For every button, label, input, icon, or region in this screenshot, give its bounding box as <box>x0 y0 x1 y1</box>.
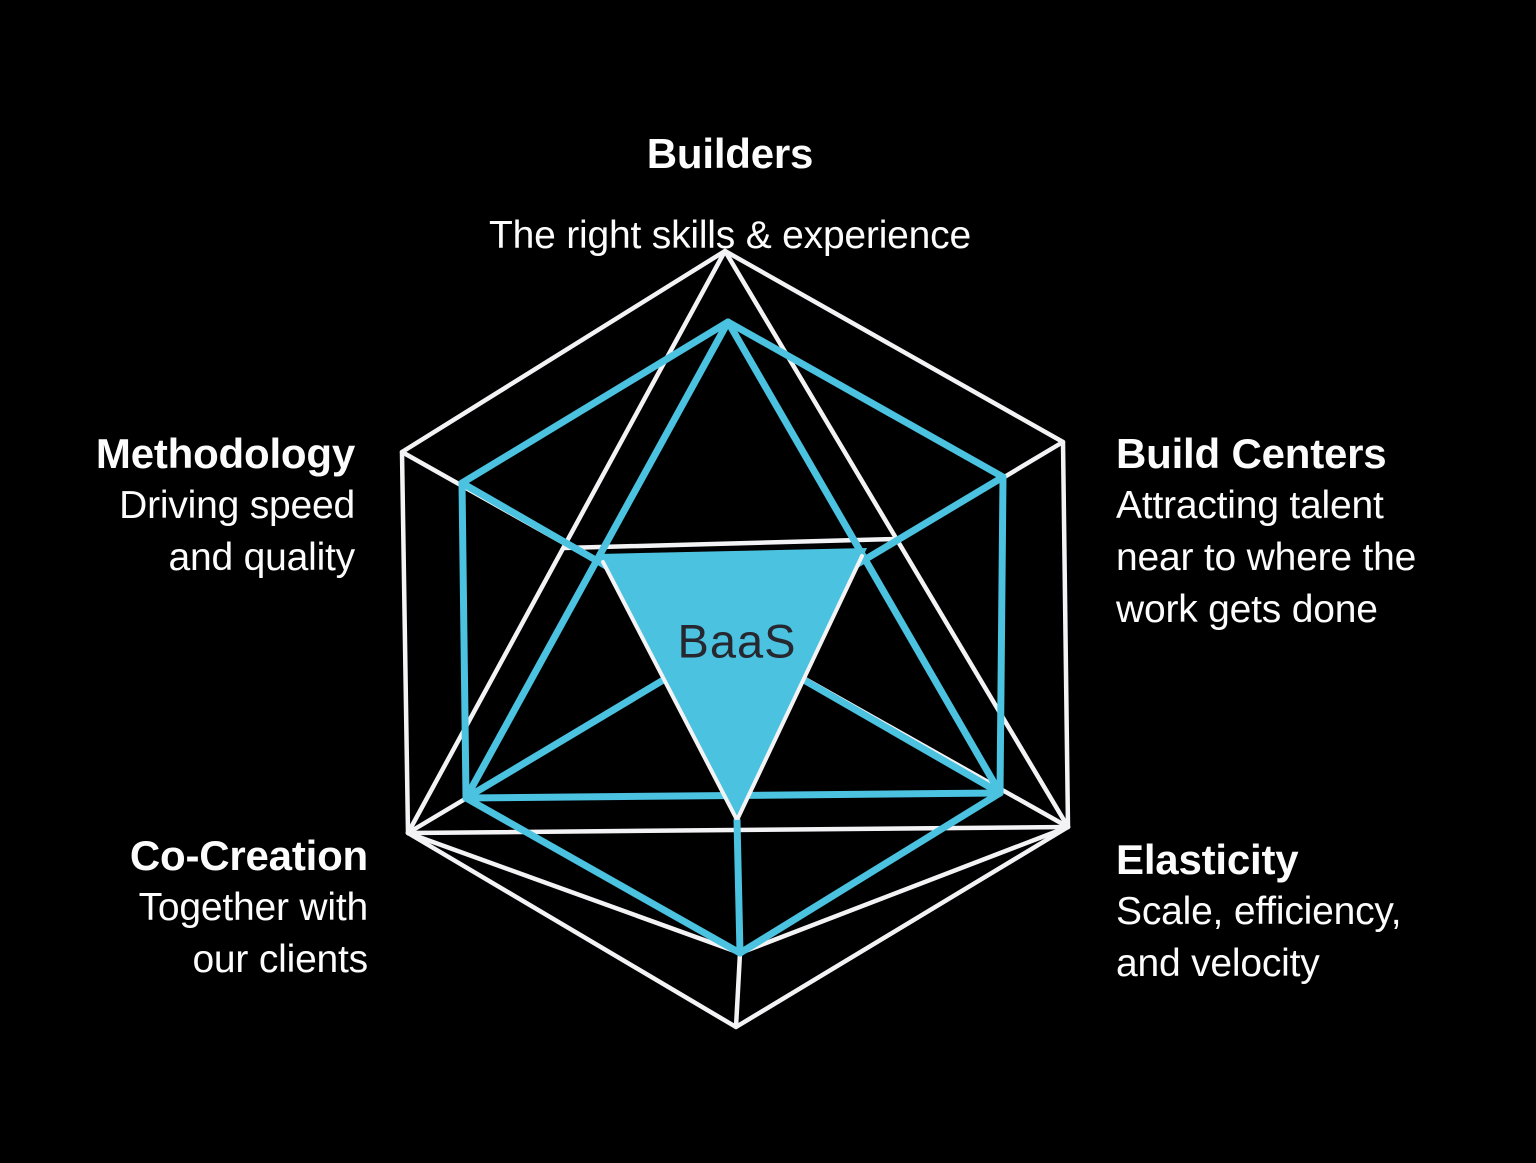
label-build-centers-line3: work gets done <box>1116 588 1378 631</box>
label-builders: Builders The right skills & experience <box>400 128 1060 262</box>
wire-bottom-vertical <box>733 950 743 1030</box>
label-co-creation-title: Co-Creation <box>129 832 368 879</box>
cyan-wireframe <box>458 318 1007 957</box>
label-methodology-line2: and quality <box>168 536 356 579</box>
cyan-top-to-bottomright <box>724 318 1004 797</box>
label-elasticity-title: Elasticity <box>1116 836 1299 883</box>
center-triangle-fill <box>598 548 867 822</box>
label-build-centers-line1: Attracting talent <box>1116 484 1384 527</box>
label-elasticity-line1: Scale, efficiency, <box>1116 890 1402 933</box>
label-elasticity-line2: and velocity <box>1116 942 1320 985</box>
label-methodology-line1: Driving speed <box>119 484 355 527</box>
label-builders-line1: The right skills & experience <box>489 214 971 257</box>
wire-bottomleft-to-innerbottom <box>405 830 743 956</box>
cyan-top-to-bottomleft <box>462 318 732 802</box>
center-label-baas: BaaS <box>677 614 797 668</box>
cyan-apex-vertical <box>733 816 744 957</box>
wire-upper-chord <box>561 536 899 551</box>
label-methodology-title: Methodology <box>95 430 355 477</box>
wire-bottomright-to-innerbottom <box>737 824 1071 956</box>
label-methodology: Methodology Driving speed and quality <box>96 428 355 584</box>
label-co-creation-line1: Together with <box>138 886 369 929</box>
label-build-centers: Build Centers Attracting talent near to … <box>1116 428 1416 636</box>
label-co-creation-line2: our clients <box>192 938 368 981</box>
face-edge-left <box>601 560 738 820</box>
label-elasticity: Elasticity Scale, efficiency, and veloci… <box>1116 834 1402 990</box>
label-build-centers-line2: near to where the <box>1116 536 1417 579</box>
label-builders-title: Builders <box>646 130 814 177</box>
face-edge-right <box>736 554 864 820</box>
label-build-centers-title: Build Centers <box>1116 430 1387 477</box>
label-co-creation: Co-Creation Together with our clients <box>130 830 368 986</box>
front-face-white-edges <box>601 554 864 820</box>
